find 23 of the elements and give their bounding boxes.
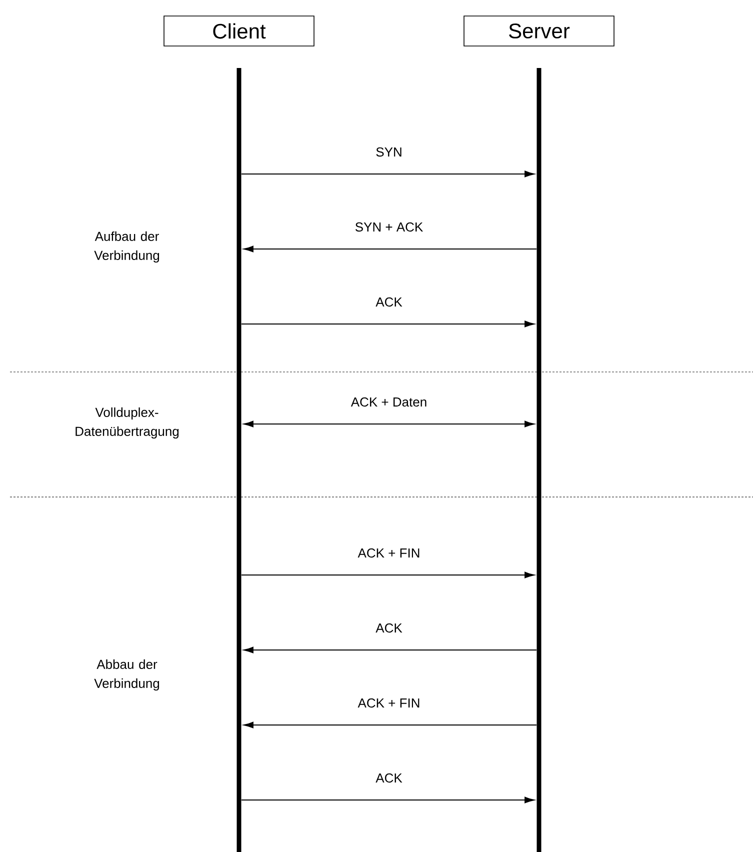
phase-label: Vollduplex-Datenübertragung (76, 407, 179, 439)
arrow (244, 646, 538, 654)
arrow (240, 320, 534, 328)
edge-label: ACK (374, 622, 404, 634)
arrow (244, 420, 534, 428)
lifeline (236, 68, 242, 852)
lifeline (536, 68, 542, 852)
arrow (244, 722, 538, 728)
edge-label: SYN + ACK (354, 221, 424, 233)
arrow (240, 572, 534, 578)
phase-label: Aufbau der Verbindung (94, 231, 160, 263)
edge-label: ACK (374, 772, 404, 784)
participant-box: Client (164, 16, 314, 46)
phase-label: Abbau der Verbindung (94, 659, 160, 691)
arrow (240, 796, 534, 804)
arrow (244, 246, 538, 252)
arrow (240, 170, 534, 178)
edge-label: SYN (374, 146, 404, 158)
edge-label: ACK + Daten (350, 396, 428, 408)
edge-label: ACK (374, 296, 404, 308)
edge-label: ACK + FIN (356, 547, 422, 559)
edge-label: ACK + FIN (356, 697, 422, 709)
participant-box: Server (464, 16, 614, 46)
